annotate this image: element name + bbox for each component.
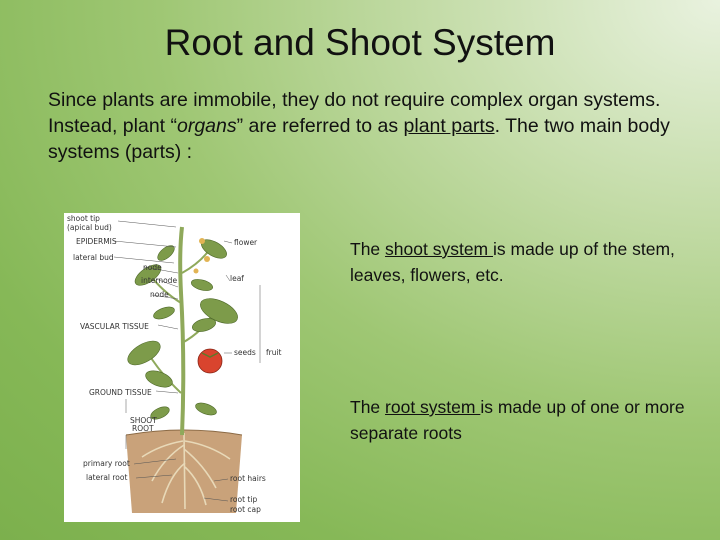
shoot-pre: The [350, 239, 385, 259]
label-flower: flower [234, 239, 257, 247]
label-node-2: node [150, 291, 169, 299]
label-fruit: fruit [266, 349, 282, 357]
fruit-tomato [198, 349, 222, 373]
root-pre: The [350, 397, 385, 417]
label-root-hairs: root hairs [230, 475, 266, 483]
label-ground-tissue: GROUND TISSUE [89, 389, 152, 397]
label-internode: internode [141, 277, 177, 285]
stem [180, 227, 183, 435]
label-seeds: seeds [234, 349, 256, 357]
slide-title: Root and Shoot System [0, 22, 720, 64]
shoot-system-paragraph: The shoot system is made up of the stem,… [350, 236, 700, 288]
root-system-paragraph: The root system is made up of one or mor… [350, 394, 700, 446]
label-leaf: leaf [230, 275, 244, 283]
label-lateral-root: lateral root [86, 474, 127, 482]
label-root-tip: root tip [230, 496, 257, 504]
plant-parts-term: plant parts [404, 115, 495, 137]
label-node: node [143, 264, 162, 272]
label-apical-bud: (apical bud) [67, 224, 112, 232]
intro-paragraph: Since plants are immobile, they do not r… [48, 87, 688, 165]
label-lateral-bud: lateral bud [73, 254, 114, 262]
label-shoot-tip: shoot tip [67, 215, 100, 223]
root-system-term: root system [385, 397, 480, 417]
intro-text-2: ” are referred to as [237, 115, 404, 137]
shoot-system-term: shoot system [385, 239, 493, 259]
label-root: ROOT [132, 425, 154, 433]
plant-diagram: shoot tip (apical bud) EPIDERMIS lateral… [64, 213, 300, 522]
label-root-cap: root cap [230, 506, 261, 514]
label-primary-root: primary root [83, 460, 130, 468]
label-epidermis: EPIDERMIS [76, 238, 117, 246]
organs-word: organs [177, 115, 237, 137]
label-vascular-tissue: VASCULAR TISSUE [80, 323, 149, 331]
